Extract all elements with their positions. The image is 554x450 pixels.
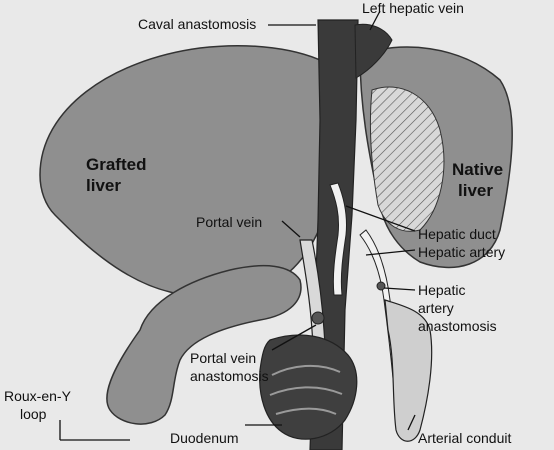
- label-portal-vein-anastomosis-line2: anastomosis: [190, 368, 269, 384]
- label-hepatic-artery-anastomosis-line3: anastomosis: [418, 318, 497, 334]
- hepatic-artery-anastomosis-mark: [377, 282, 385, 290]
- label-roux-en-y-line1: Roux-en-Y: [4, 388, 71, 404]
- portal-vein-anastomosis-mark: [312, 312, 324, 324]
- label-arterial-conduit: Arterial conduit: [418, 430, 511, 446]
- label-hepatic-artery-anastomosis-line2: artery: [418, 300, 454, 316]
- label-native-liver-line1: Native: [452, 160, 503, 179]
- label-portal-vein-anastomosis-line1: Portal vein: [190, 350, 256, 366]
- label-roux-en-y-line2: loop: [20, 406, 46, 422]
- label-grafted-liver-line1: Grafted: [86, 155, 146, 174]
- label-left-hepatic-vein: Left hepatic vein: [362, 0, 464, 16]
- label-hepatic-duct: Hepatic duct: [418, 226, 496, 242]
- label-native-liver-line2: liver: [458, 181, 493, 200]
- label-duodenum: Duodenum: [170, 430, 239, 446]
- label-hepatic-artery-anastomosis-line1: Hepatic: [418, 282, 465, 298]
- label-grafted-liver-line2: liver: [86, 176, 121, 195]
- label-caval-anastomosis: Caval anastomosis: [138, 16, 256, 32]
- label-hepatic-artery: Hepatic artery: [418, 244, 505, 260]
- label-portal-vein: Portal vein: [196, 214, 262, 230]
